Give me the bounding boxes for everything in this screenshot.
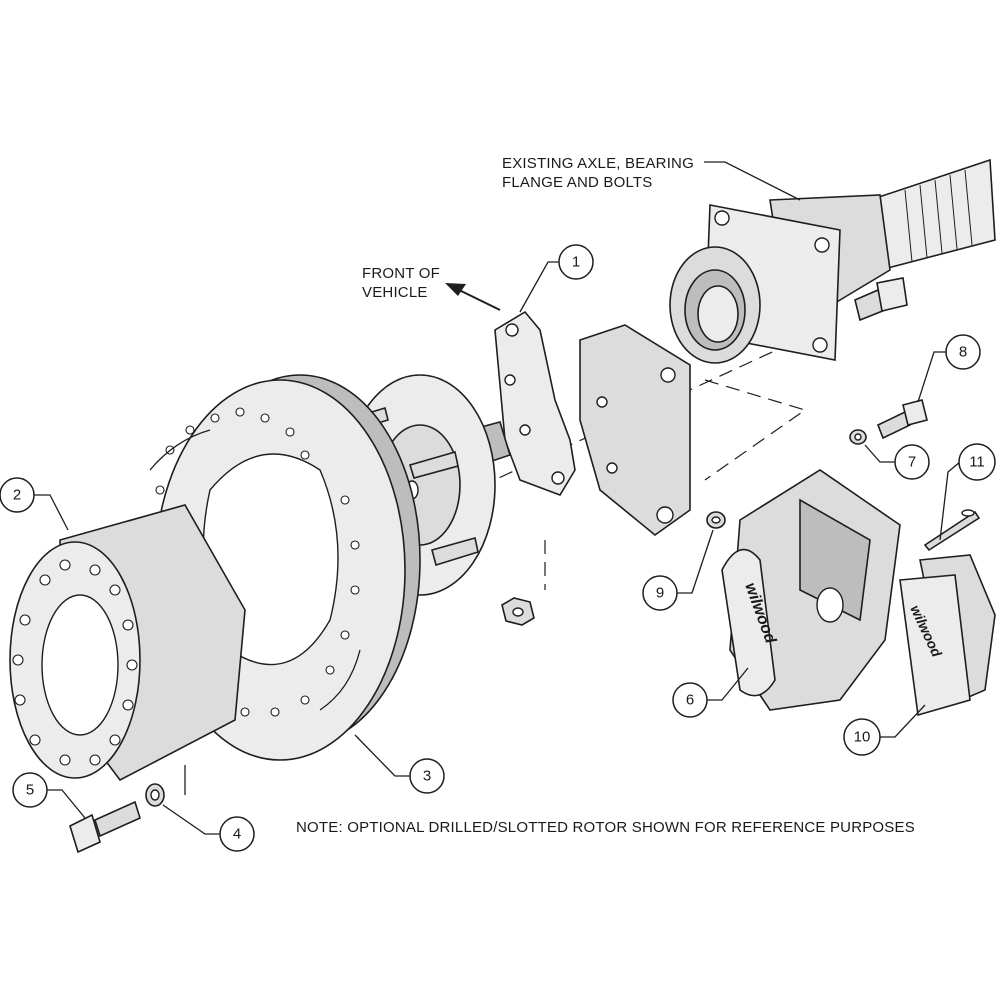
existing-axle-assembly: [669, 158, 996, 364]
callout-9: 9: [642, 529, 714, 611]
svg-text:10: 10: [854, 729, 871, 746]
callout-10: 10: [843, 704, 926, 756]
svg-text:2: 2: [13, 487, 21, 504]
front-label-line1: FRONT OF: [362, 265, 440, 282]
callout-3: 3: [354, 734, 445, 794]
bolt-axis-line: [704, 379, 807, 481]
washer-part-7: [849, 429, 867, 445]
callout-6: 6: [672, 667, 749, 718]
reference-note: NOTE: OPTIONAL DRILLED/SLOTTED ROTOR SHO…: [296, 819, 915, 836]
callout-7: 7: [864, 444, 930, 480]
svg-text:3: 3: [423, 768, 431, 785]
callout-4: 4: [162, 765, 255, 852]
svg-text:8: 8: [959, 344, 967, 361]
washer-part-4: [145, 783, 165, 807]
caliper-part-6: wilwood: [721, 469, 901, 711]
svg-text:9: 9: [656, 585, 664, 602]
callout-11: 11: [939, 443, 996, 541]
clip-part-11: [923, 509, 981, 552]
axle-bolt: [854, 277, 908, 322]
svg-text:11: 11: [969, 454, 985, 471]
callout-5: 5: [12, 772, 86, 819]
washer-part-9: [706, 511, 726, 529]
callout-8: 8: [917, 334, 981, 403]
callout-1: 1: [519, 244, 594, 313]
existing-axle-label-line2: FLANGE AND BOLTS: [502, 174, 652, 191]
arrow-up-left-icon: [445, 283, 501, 311]
axle-splines: [904, 169, 973, 263]
hat-bolt-holes: [12, 559, 138, 766]
svg-text:1: 1: [572, 254, 580, 271]
svg-text:6: 6: [686, 692, 694, 709]
hex-nut: [501, 597, 535, 626]
hat-part-2: [9, 504, 246, 782]
svg-text:5: 5: [26, 782, 34, 799]
bolt-part-5: [69, 800, 141, 854]
callout-2: 2: [0, 477, 69, 531]
svg-text:4: 4: [233, 826, 241, 843]
svg-text:7: 7: [908, 454, 916, 471]
front-label-line2: VEHICLE: [362, 284, 428, 301]
bolt-part-8: [876, 399, 928, 440]
existing-axle-leader: [704, 161, 801, 201]
existing-axle-label-line1: EXISTING AXLE, BEARING: [502, 155, 694, 172]
bracket-part-1: [469, 310, 691, 537]
brake-pad-part-10: wilwood: [899, 554, 996, 717]
